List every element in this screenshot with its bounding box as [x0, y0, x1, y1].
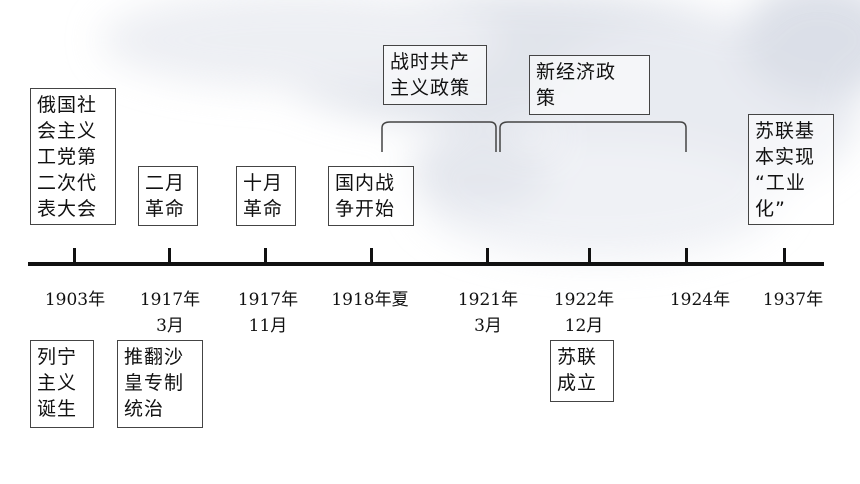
tick-1924: [685, 248, 688, 264]
period-box-new-economic-policy: 新经济政 策: [529, 55, 650, 115]
date-1917-march: 1917年 3月: [139, 290, 201, 336]
event-box-ussr-founded: 苏联 成立: [550, 340, 614, 402]
date-1917-november: 1917年 11月: [237, 290, 299, 336]
date-1921-march: 1921年 3月: [457, 290, 519, 336]
event-box-industrialization: 苏联基 本实现 “工业 化”: [748, 114, 834, 225]
event-box-leninism: 列宁 主义 诞生: [30, 340, 94, 428]
tick-1903: [73, 248, 76, 264]
event-box-congress: 俄国社 会主义 工党第 二次代 表大会: [30, 88, 116, 225]
event-box-civil-war: 国内战 争开始: [328, 166, 414, 226]
tick-1922: [588, 248, 591, 264]
tick-1917-11: [264, 248, 267, 264]
date-1922-december: 1922年 12月: [553, 290, 615, 336]
date-1937: 1937年: [762, 290, 824, 310]
event-box-february-revolution: 二月 革命: [138, 166, 198, 226]
period-box-war-communism: 战时共产 主义政策: [383, 45, 487, 105]
date-1903: 1903年: [44, 290, 106, 310]
event-box-overthrow-tsar: 推翻沙 皇专制 统治: [117, 340, 203, 428]
timeline-axis: [28, 262, 824, 266]
date-1918-summer: 1918年夏: [331, 290, 409, 310]
tick-1918: [370, 248, 373, 264]
date-1924: 1924年: [669, 290, 731, 310]
tick-1921: [486, 248, 489, 264]
event-box-october-revolution: 十月 革命: [236, 166, 296, 226]
tick-1937: [783, 248, 786, 264]
tick-1917-3: [168, 248, 171, 264]
